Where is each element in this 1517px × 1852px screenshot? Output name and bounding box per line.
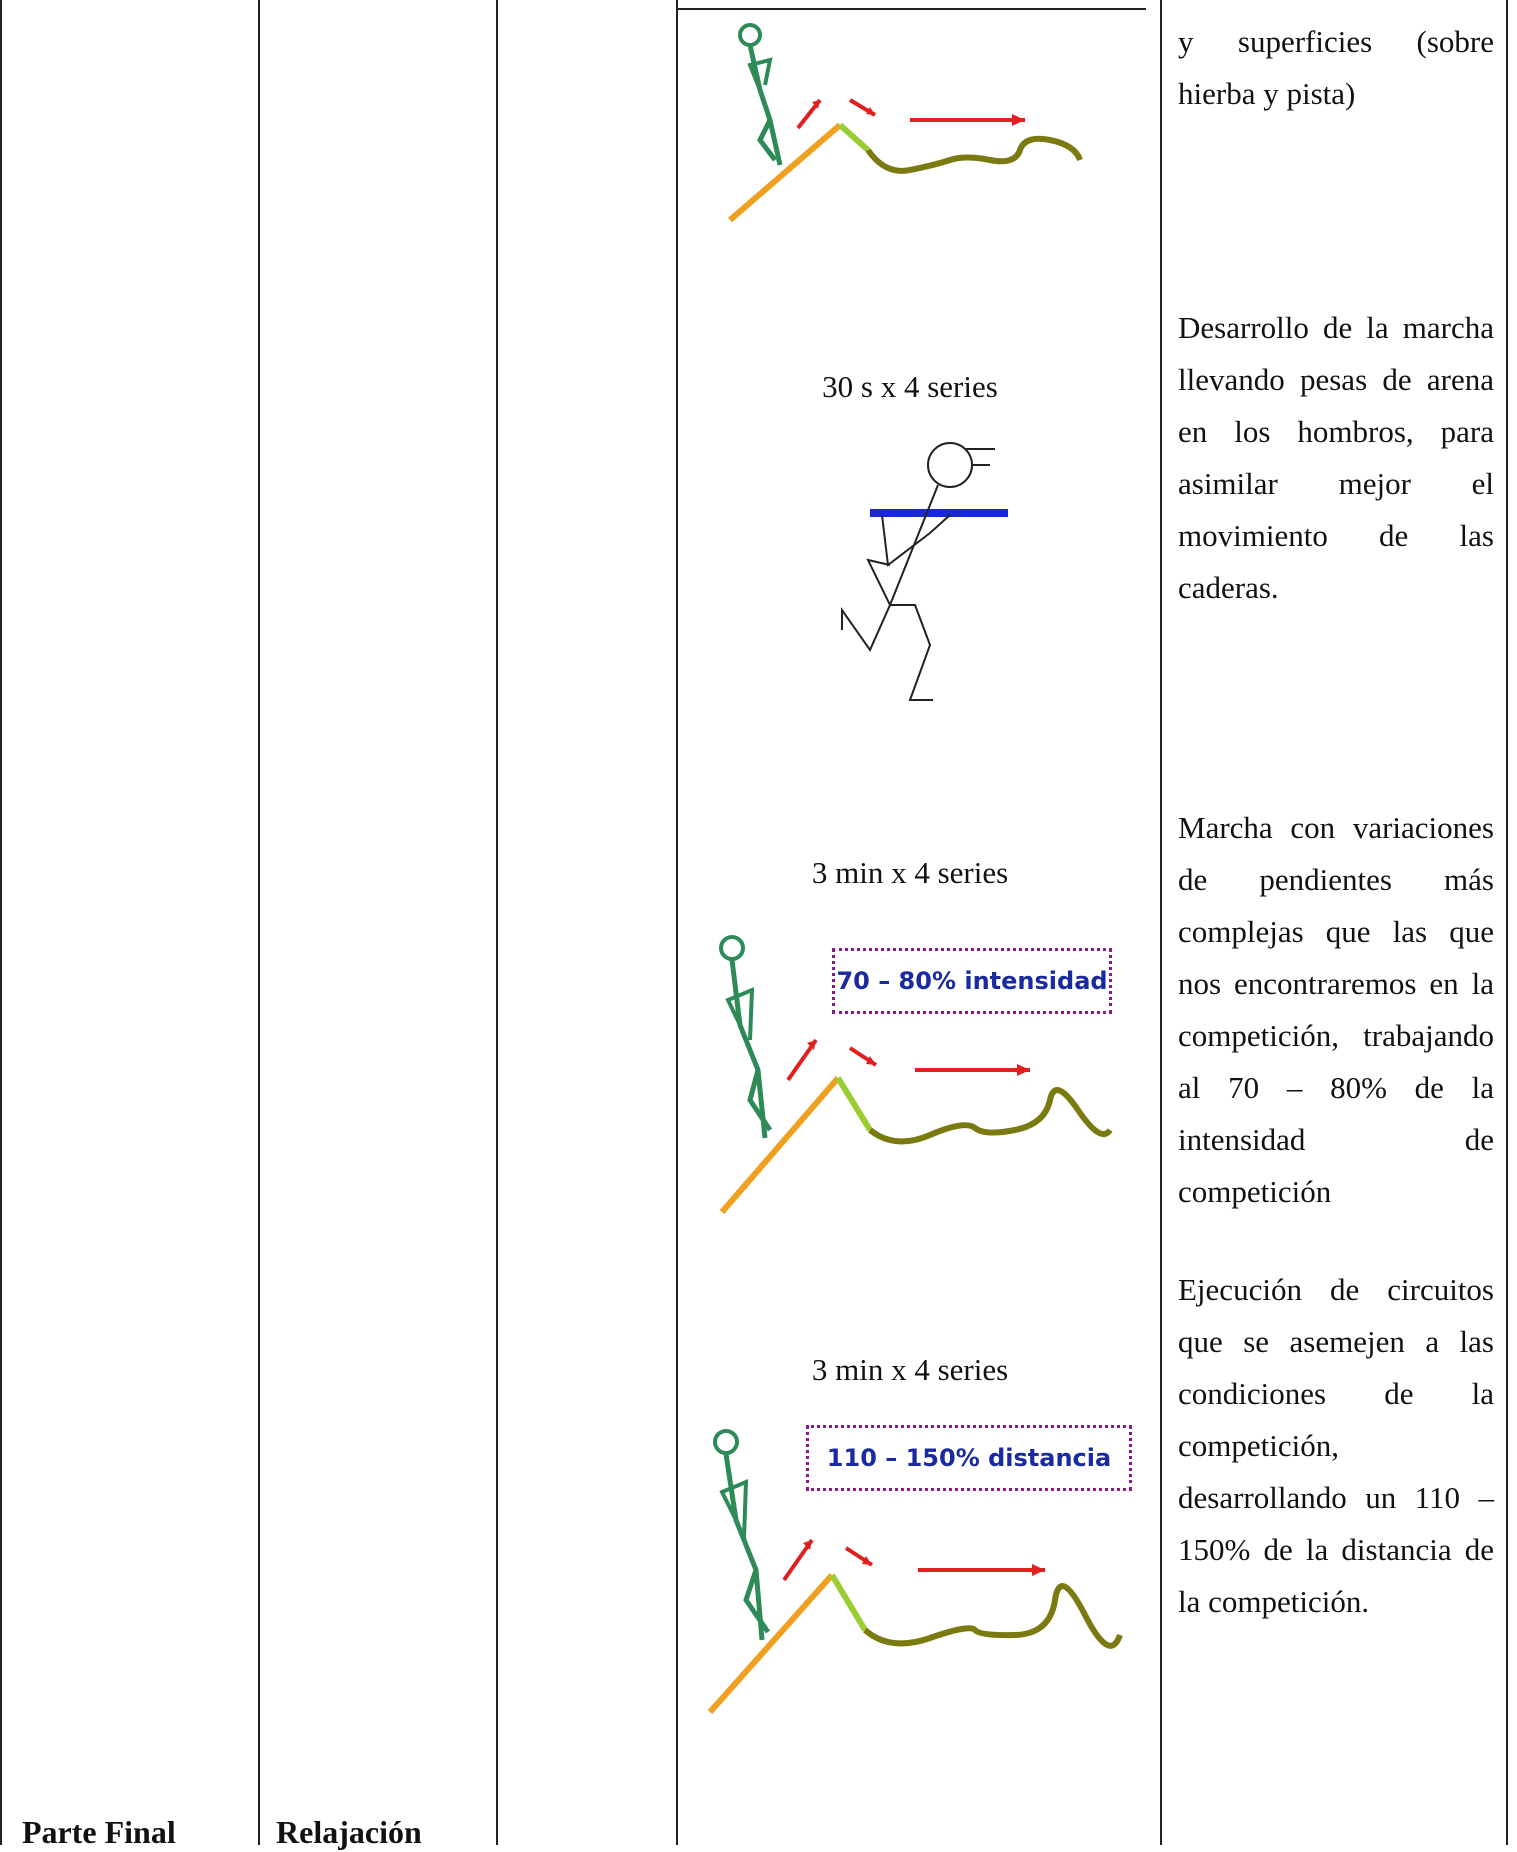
top-rule <box>676 8 1146 10</box>
table-border-right <box>1506 0 1508 1845</box>
description-row-2: Desarrollo de la marcha llevando pesas d… <box>1178 310 1494 605</box>
series-label-1: 30 s x 4 series <box>822 369 998 404</box>
distance-badge: 110 – 150% distancia <box>806 1425 1132 1491</box>
table-divider-3 <box>676 0 678 1845</box>
intensity-badge: 70 – 80% intensidad <box>832 948 1112 1014</box>
phase-content-label: Relajación <box>276 1814 422 1850</box>
table-divider-1 <box>258 0 260 1845</box>
weighted-runner-icon <box>841 442 1008 701</box>
walker-slope-icon-2 <box>719 935 1113 1214</box>
phase-label: Parte Final <box>22 1814 176 1850</box>
table-divider-4 <box>1160 0 1162 1845</box>
table-divider-2 <box>496 0 498 1845</box>
walker-slope-icon <box>728 23 1083 223</box>
description-row-4: Ejecución de circuitos que se asemejen a… <box>1178 1272 1494 1619</box>
walker-slope-icon-3 <box>707 1429 1123 1714</box>
description-row-1: y superficies (sobre hierba y pista) <box>1178 24 1494 111</box>
series-label-3: 3 min x 4 series <box>811 1352 1009 1387</box>
description-row-3: Marcha con variaciones de pendientes más… <box>1178 810 1494 1209</box>
series-label-2: 3 min x 4 series <box>811 855 1009 890</box>
table-border-left <box>0 0 2 1845</box>
